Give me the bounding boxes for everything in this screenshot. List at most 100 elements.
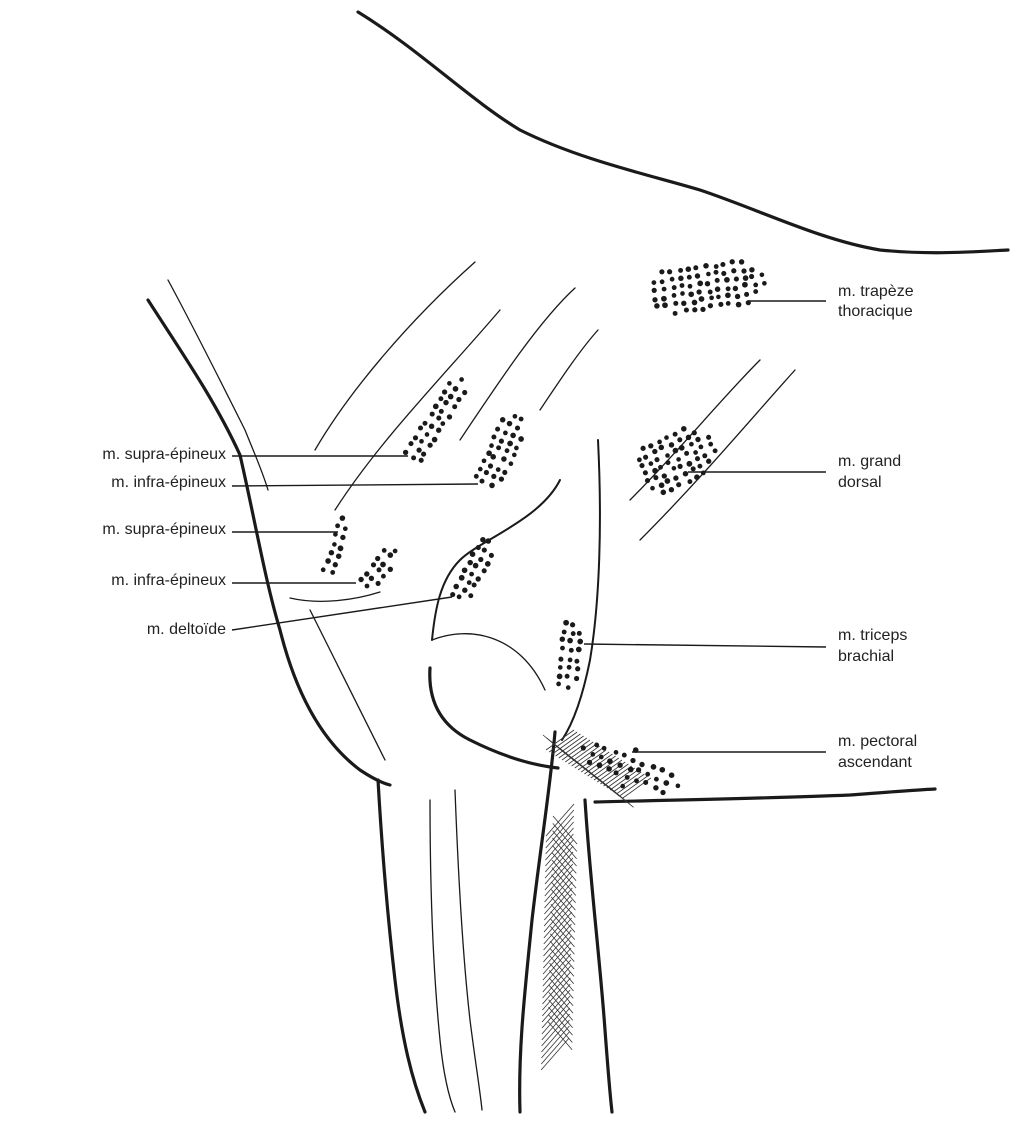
muscle-dot [726,286,731,291]
muscle-dot [699,296,705,302]
muscle-dot [665,478,671,484]
muscle-dot [376,581,381,586]
muscle-dot [430,412,435,417]
muscle-dot [489,443,494,448]
muscle-dot [496,467,501,472]
muscle-dot [442,389,447,394]
muscle-dot [650,486,655,491]
muscle-dot [739,259,744,264]
muscle-dot [568,658,573,663]
muscle-dot [448,394,454,400]
muscle-dot [388,552,394,558]
muscle-dot [556,682,561,687]
muscle-dot [510,433,516,439]
muscle-dot [567,665,572,670]
muscle-dot [652,288,657,293]
trunk-rear-line [562,440,600,740]
muscle-dot [436,428,441,433]
muscle-dot [617,763,622,768]
scapula-line-3 [460,288,575,440]
belly-line [595,789,935,802]
muscle-dot [695,273,700,278]
muscle-dot [670,277,675,282]
muscle-dot [340,535,345,540]
muscle-dot [639,762,644,767]
muscle-dot-clusters [321,259,767,795]
muscle-dot [575,666,580,671]
label-triceps-line1: m. triceps [838,627,907,644]
dots-infra-1 [474,414,524,488]
muscle-dot [459,575,465,581]
muscle-dot [659,767,665,773]
leader-deltoide [232,597,452,630]
muscle-dot [413,435,418,440]
muscle-dot [365,584,370,589]
muscle-dot [651,764,657,770]
chest-front-line [148,300,390,785]
leader-lines [232,301,826,752]
muscle-dot [495,427,500,432]
muscle-dot [419,458,424,463]
muscle-dot [661,490,667,496]
muscle-dot [480,537,485,542]
muscle-dot [653,475,658,480]
muscle-dot [708,303,713,308]
muscle-dot [519,417,524,422]
muscle-dot [512,453,517,458]
dorsal-line-2 [640,370,795,540]
muscle-dot [744,292,749,297]
muscle-dot [762,281,767,286]
arm-round-1 [290,592,380,601]
muscle-dot [450,592,455,597]
muscle-dot [330,570,335,575]
scapula-line-4 [540,330,598,410]
forelimb-far-front [585,800,612,1112]
muscle-dot [673,475,678,480]
muscle-dot [560,636,565,641]
back-line [358,12,1008,253]
muscle-dot [614,750,619,755]
muscle-dot [473,563,479,569]
muscle-dot [335,523,340,528]
muscle-dot [654,457,659,462]
muscle-dot [743,275,749,281]
muscle-dot [419,439,424,444]
muscle-dot [654,777,659,782]
muscle-dot [666,460,671,465]
muscle-dot [489,483,495,489]
muscle-dot [708,442,713,447]
muscle-dot [697,281,703,287]
muscle-dot [636,767,641,772]
muscle-dot [677,437,682,442]
muscle-dot [680,283,685,288]
muscle-dot [606,766,612,772]
muscle-dot [499,476,504,481]
muscle-dot [427,443,432,448]
muscle-dot [659,445,665,451]
muscle-dot [474,474,479,479]
muscle-dot [565,674,570,679]
muscle-dot [686,266,692,272]
muscle-dot [720,262,725,267]
muscle-dot [676,482,681,487]
muscle-dot [649,461,654,466]
muscle-dot [680,291,685,296]
muscle-dot [403,450,408,455]
dots-grand-dorsal [637,426,718,495]
label-supra-epineux-1: m. supra-épineux [102,446,226,463]
muscle-dot [518,436,524,442]
muscle-dot [662,473,667,478]
muscle-dot [574,659,579,664]
muscle-dot [630,758,635,763]
elbow-curve [430,668,558,768]
muscle-dot [645,772,650,777]
leader-infra-1 [232,484,478,486]
muscle-dot [706,459,711,464]
muscle-dot [429,424,434,429]
muscle-dot [622,753,627,758]
muscle-dot [393,549,398,554]
muscle-dot [340,515,346,521]
label-trapeze-line2: thoracique [838,303,913,320]
muscle-dot [358,577,363,582]
muscle-dot [657,440,662,445]
